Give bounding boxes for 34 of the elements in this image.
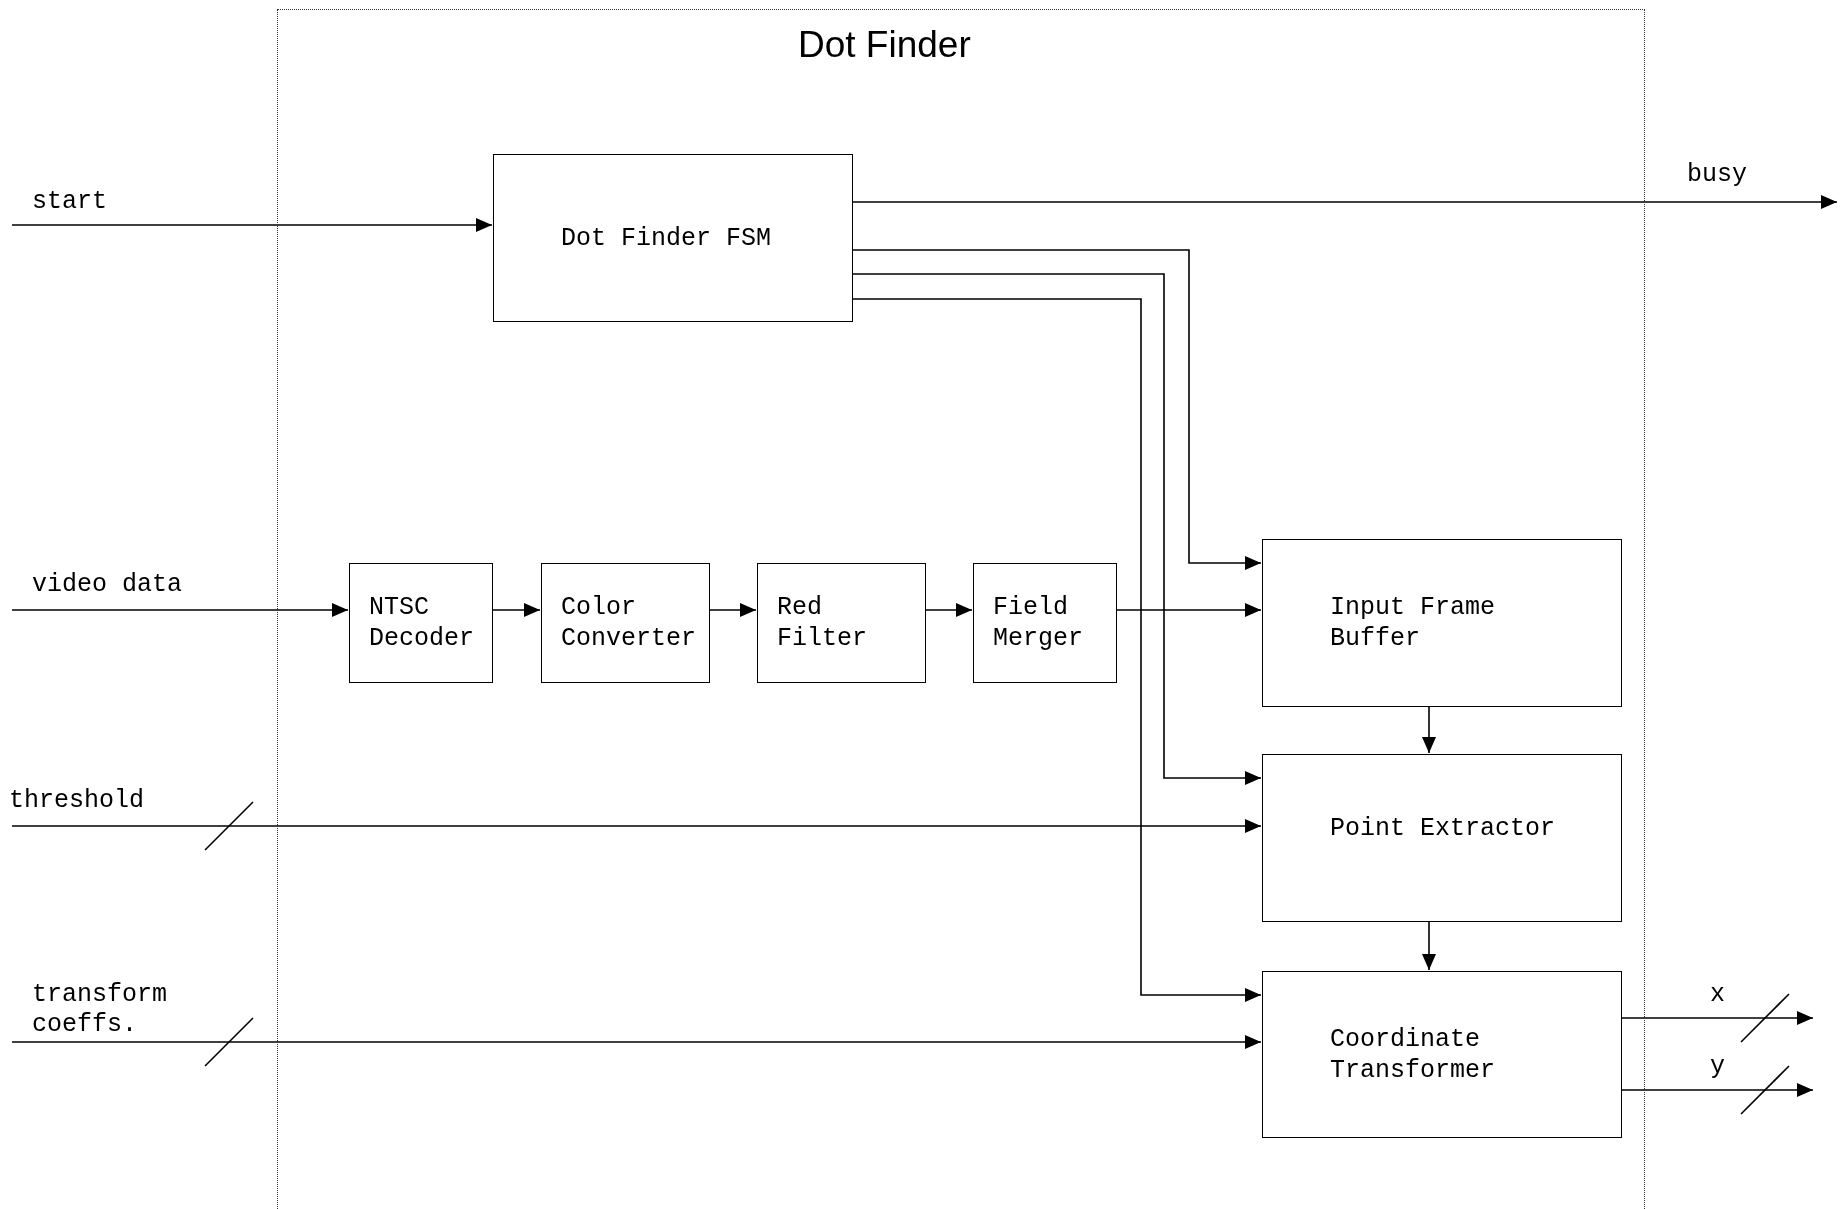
signal-arrow <box>851 195 1838 209</box>
process-box <box>973 563 1117 683</box>
signal-arrow <box>1620 1011 1814 1025</box>
process-box <box>349 563 493 683</box>
signal-arrow <box>1620 1083 1814 1097</box>
block-label: Red Filter <box>777 592 868 654</box>
block-label: Color Converter <box>561 592 698 654</box>
block-label: Point Extractor <box>1330 812 1557 844</box>
signal-arrow <box>491 603 541 617</box>
signal-arrow <box>11 1035 1262 1049</box>
signal-arrow <box>924 603 973 617</box>
signal-arrow <box>1422 920 1436 971</box>
process-box <box>757 563 926 683</box>
signal-arrow <box>1422 705 1436 754</box>
block-label: Input Frame Buffer <box>1330 592 1497 654</box>
signal-arrow <box>1115 603 1262 617</box>
signal-arrow <box>11 603 349 617</box>
process-box <box>541 563 710 683</box>
signal-arrow <box>851 249 1262 570</box>
block-label: Dot Finder <box>798 24 971 66</box>
process-box <box>1262 539 1622 707</box>
block-label: Dot Finder FSM <box>561 222 773 254</box>
signal-arrow <box>851 298 1262 1002</box>
signal-arrow <box>11 218 493 232</box>
signal-arrow <box>708 603 757 617</box>
signal-arrow <box>851 273 1262 785</box>
block-label: Coordinate Transformer <box>1330 1023 1497 1086</box>
block-label: NTSC Decoder <box>369 592 476 654</box>
signal-arrow <box>11 819 1262 833</box>
block-label: Field Merger <box>993 592 1084 654</box>
process-box <box>1262 754 1622 922</box>
process-box <box>493 154 853 322</box>
block-boundary <box>277 9 1645 1209</box>
process-box <box>1262 971 1622 1138</box>
